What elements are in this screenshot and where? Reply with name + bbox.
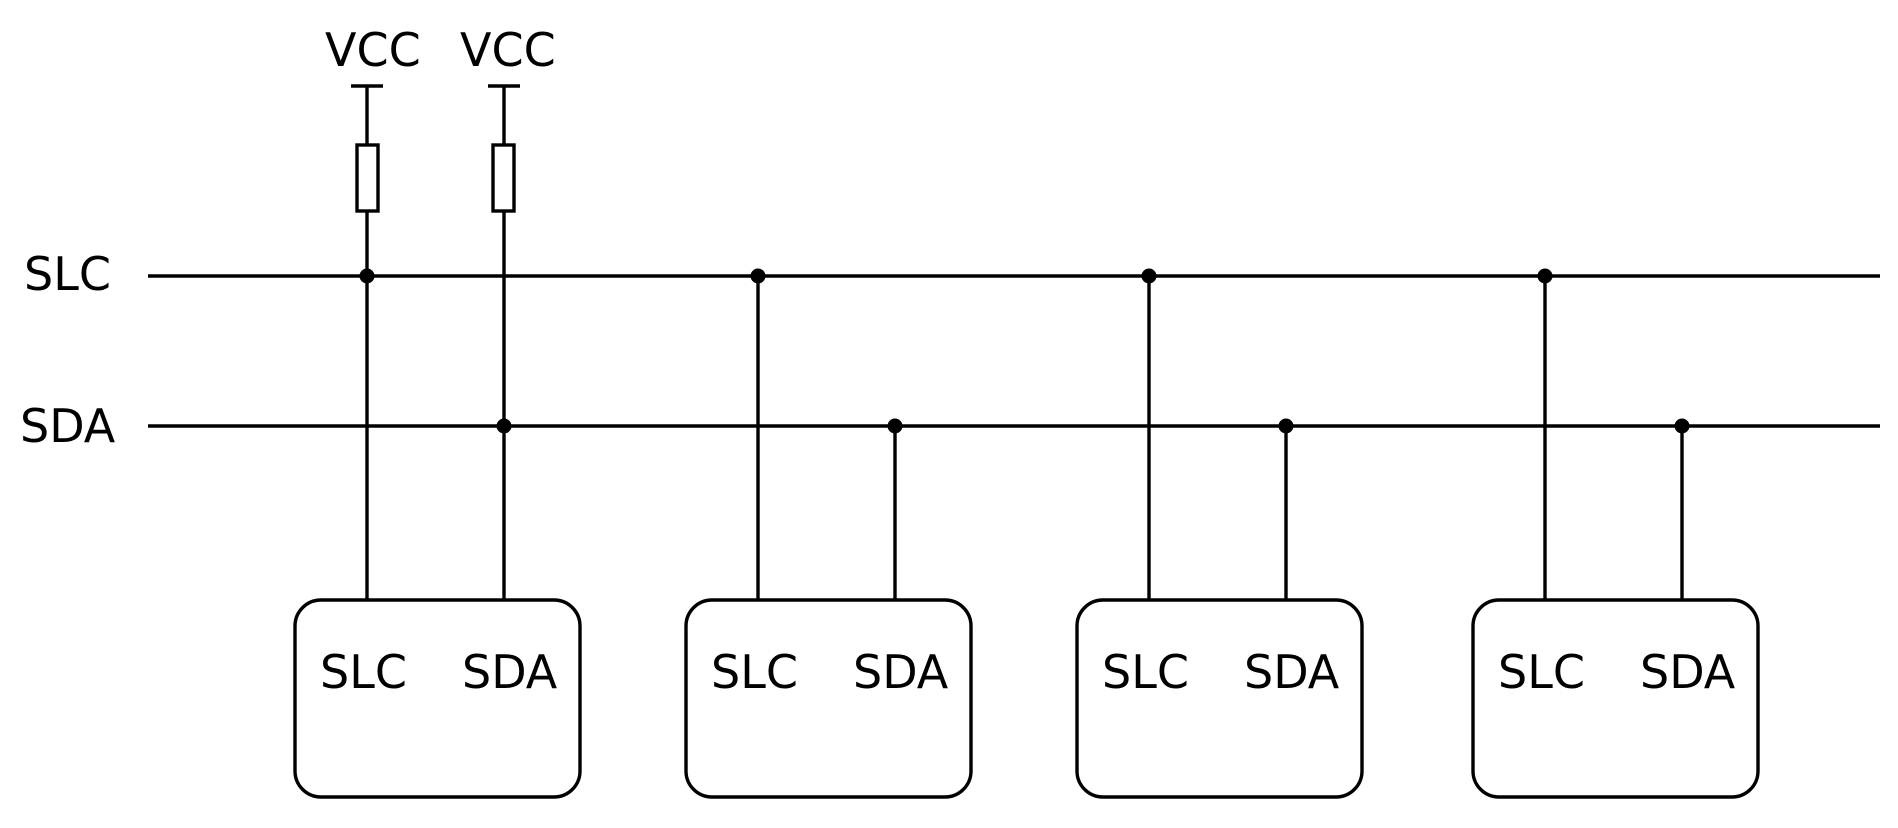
device-4-slc-pin: SLC	[1498, 645, 1585, 699]
vcc-label-2: VCC	[460, 23, 556, 77]
device-1-sda-pin: SDA	[462, 645, 558, 699]
slc-bus-label: SLC	[24, 247, 111, 301]
device-4-sda-pin: SDA	[1640, 645, 1736, 699]
device-3-slc-pin: SLC	[1102, 645, 1189, 699]
junction-dot	[750, 268, 766, 284]
device-2-slc-pin: SLC	[711, 645, 798, 699]
junction-dot	[1141, 268, 1157, 284]
pull-up-resistor-slc	[351, 84, 383, 276]
junction-dot	[1537, 268, 1553, 284]
junction-dot	[887, 418, 903, 434]
vcc-label-1: VCC	[325, 23, 421, 77]
device-2: SLC SDA	[684, 276, 973, 799]
sda-bus-label: SDA	[20, 399, 116, 453]
junction-dot	[1674, 418, 1690, 434]
junction-dot	[1278, 418, 1294, 434]
junction-dot	[496, 418, 512, 434]
device-2-sda-pin: SDA	[853, 645, 949, 699]
pull-up-resistor-sda	[488, 84, 520, 426]
device-1-slc-pin: SLC	[320, 645, 407, 699]
device-3: SLC SDA	[1075, 276, 1364, 799]
device-1: SLC SDA	[293, 276, 582, 799]
device-3-sda-pin: SDA	[1244, 645, 1340, 699]
junction-dot	[359, 268, 375, 284]
device-4: SLC SDA	[1471, 276, 1760, 799]
